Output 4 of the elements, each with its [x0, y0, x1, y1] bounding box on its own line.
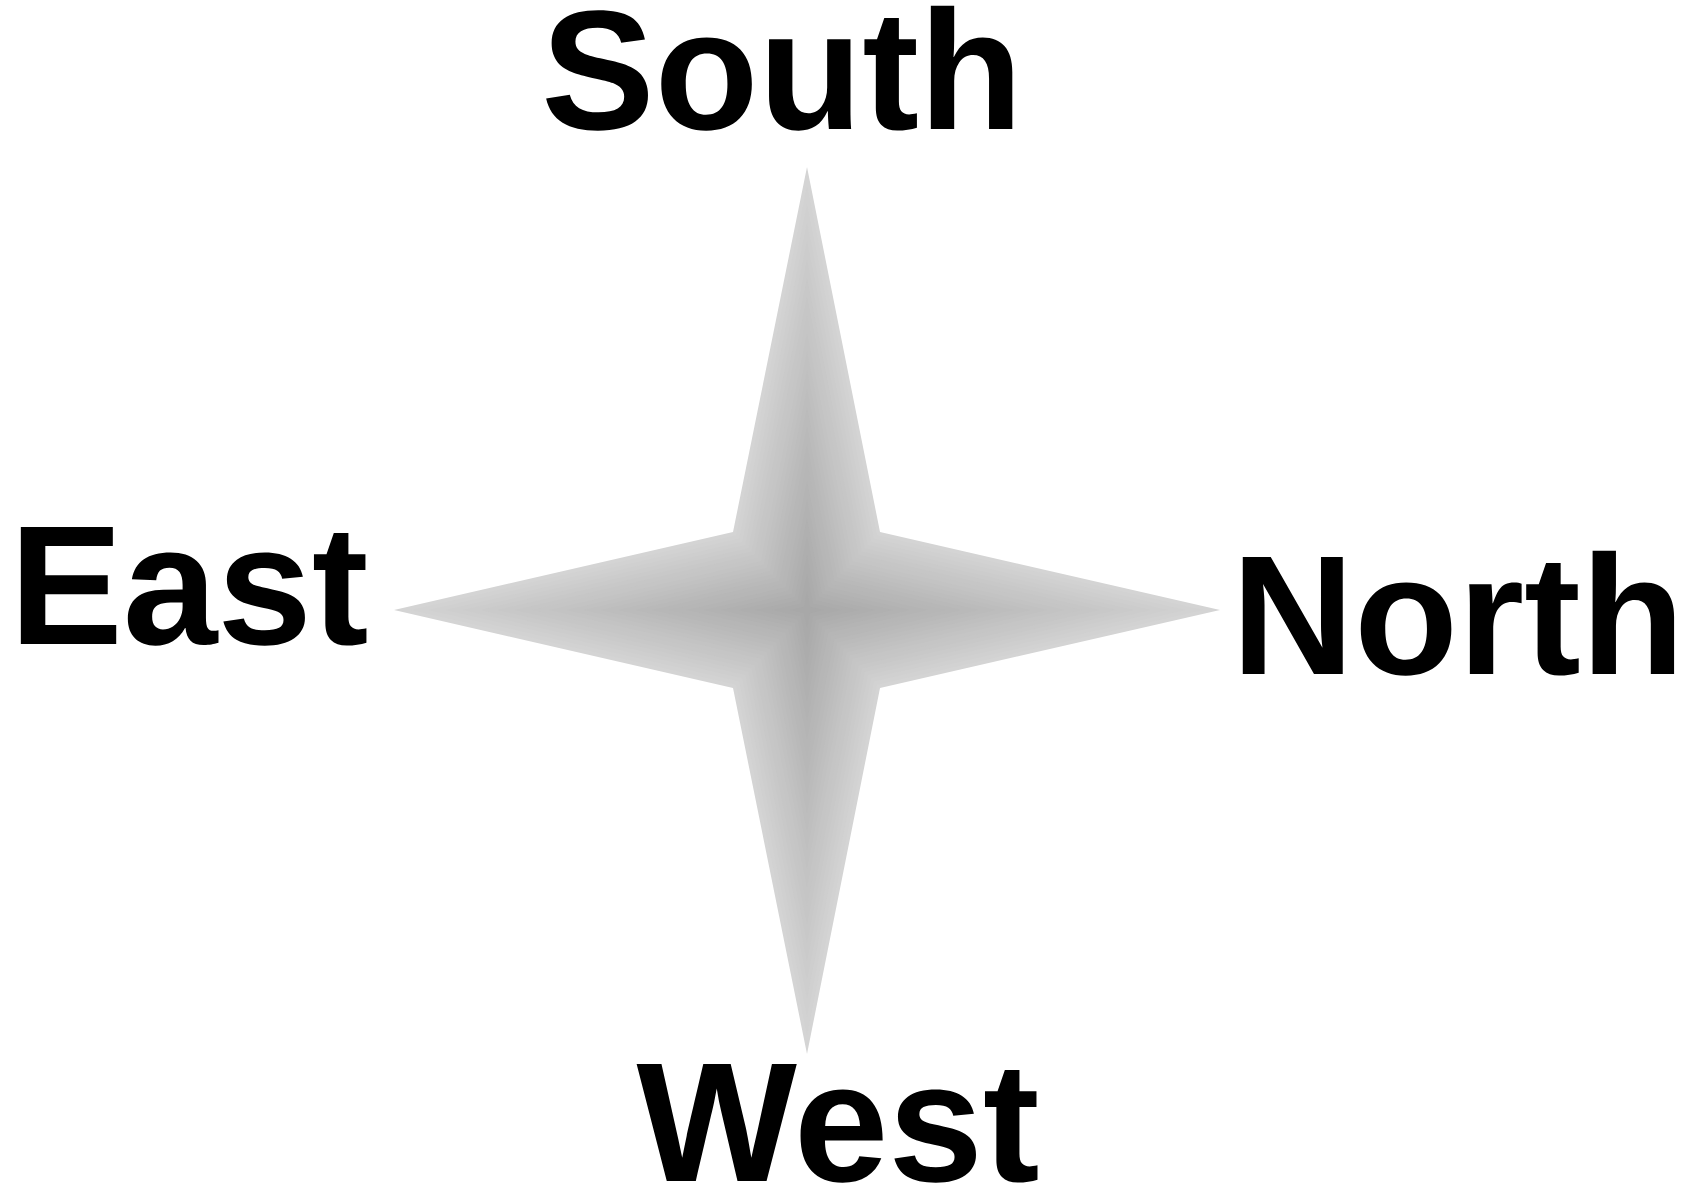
direction-label: East — [20, 527, 367, 646]
direction-label: West — [636, 1064, 1038, 1183]
direction-label: South — [546, 5, 1013, 131]
direction-label: North — [1242, 550, 1675, 676]
